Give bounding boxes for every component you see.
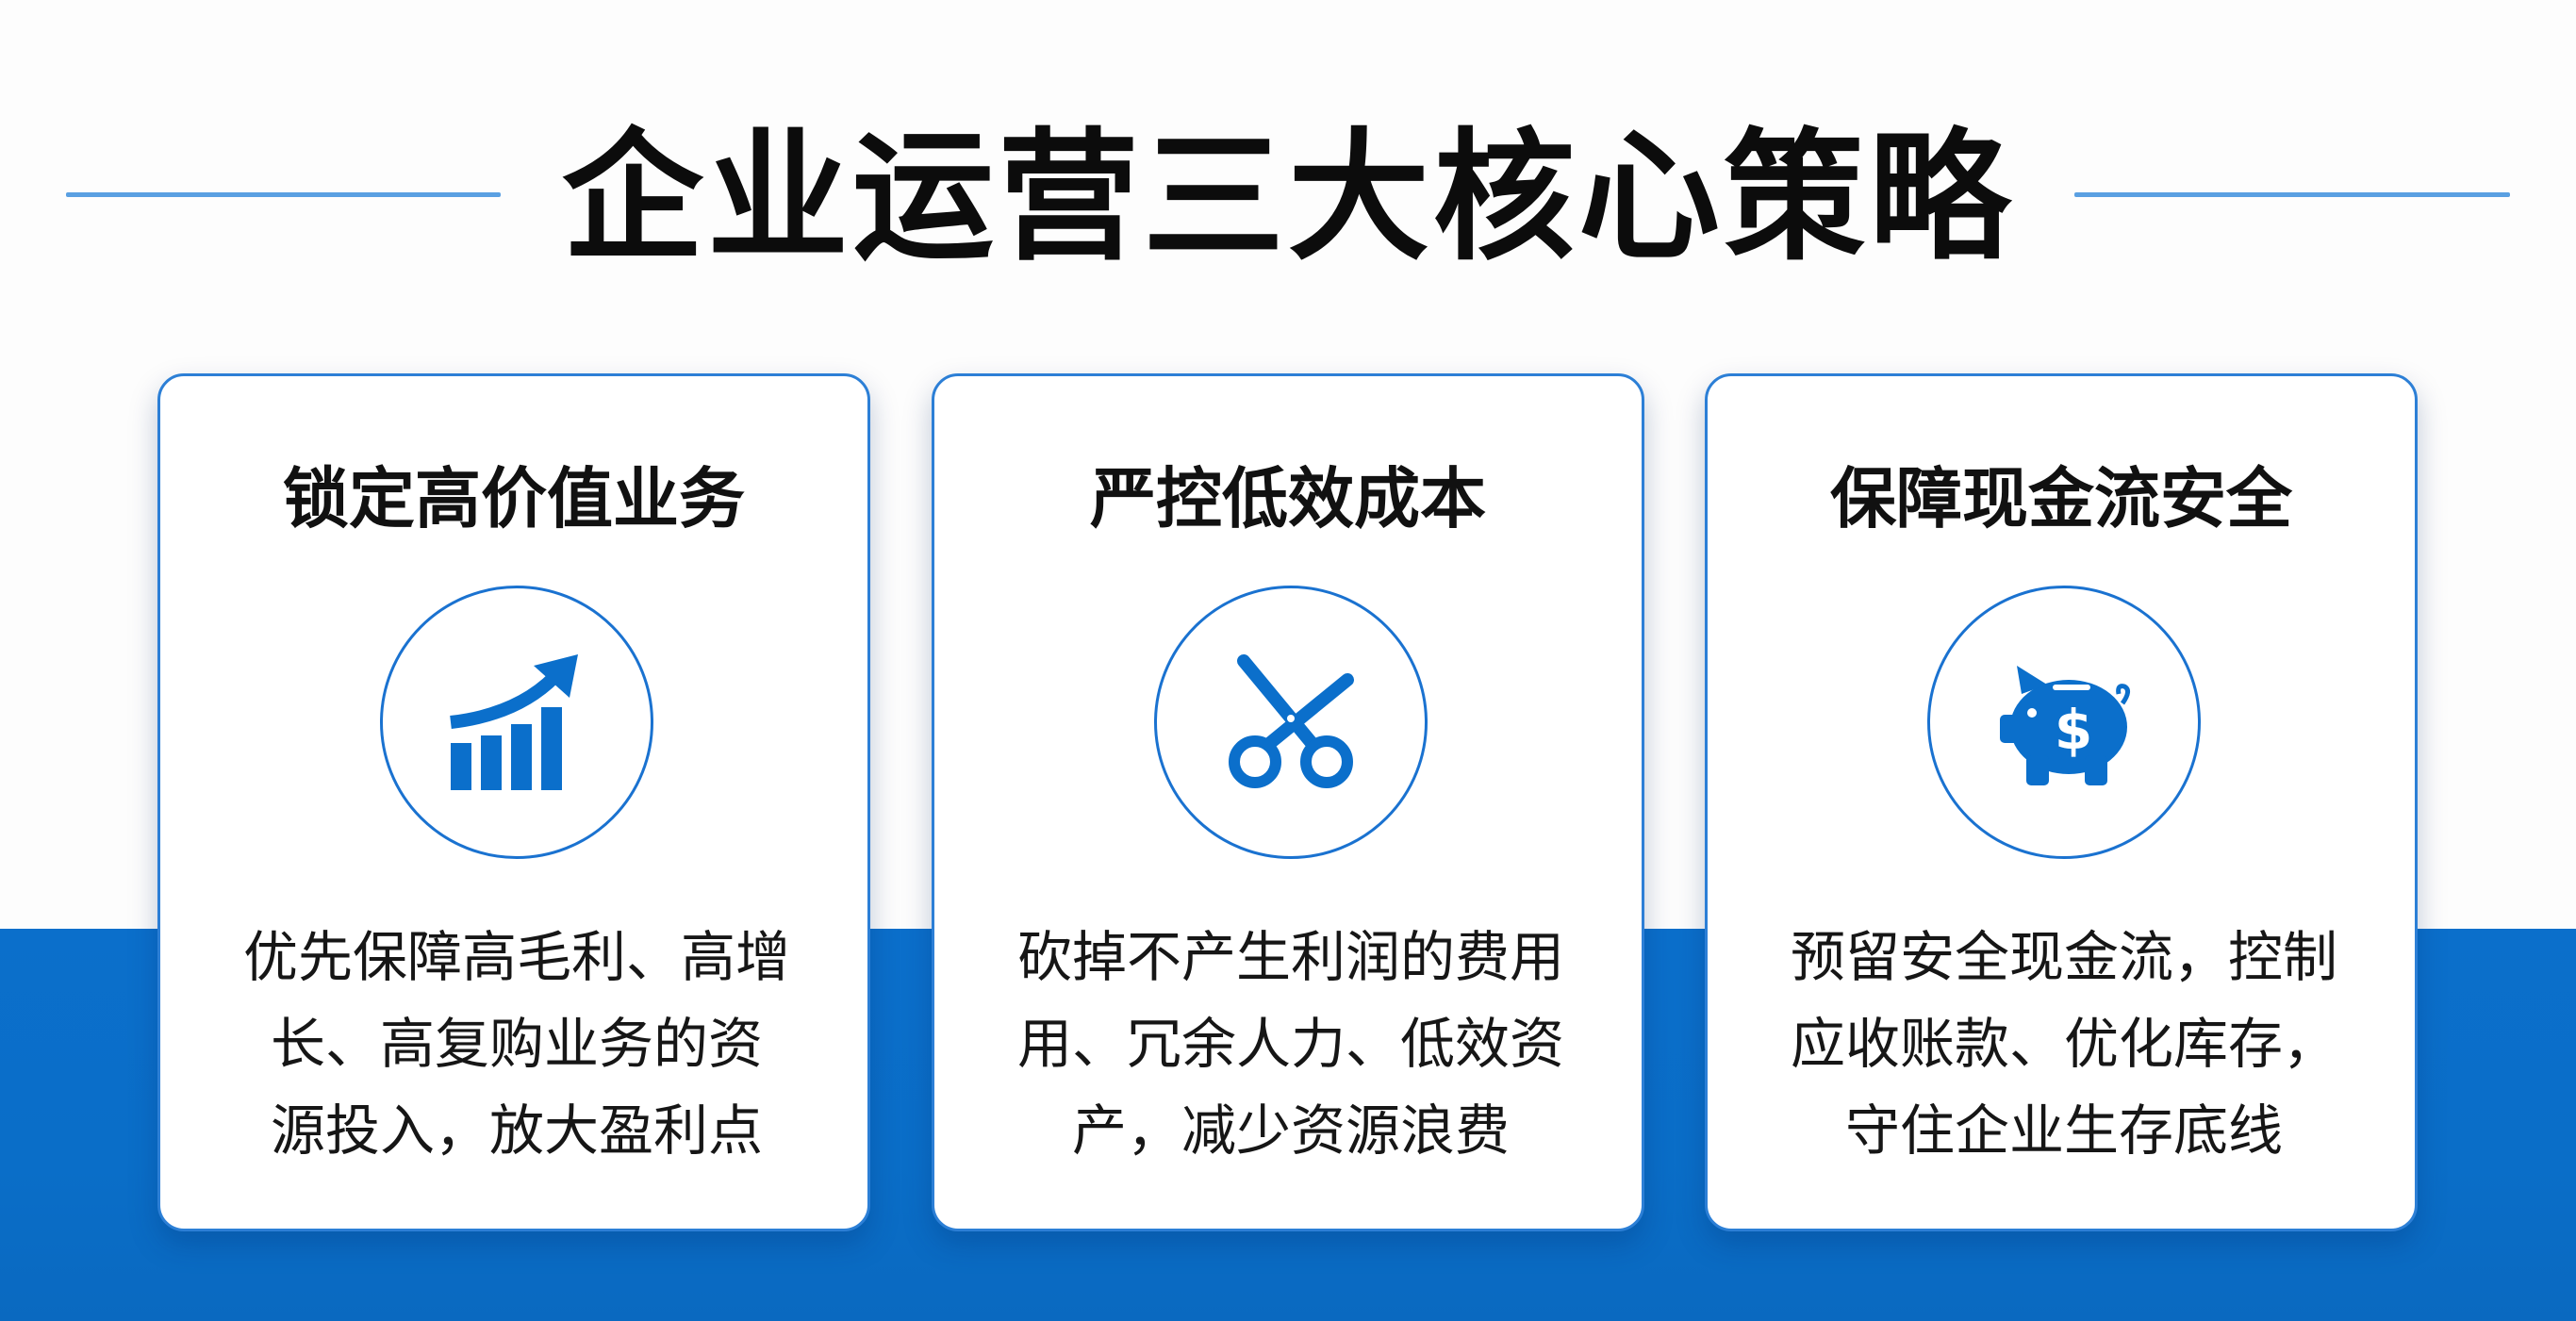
strategy-card-high-value: 锁定高价值业务 优先保障高毛利、高增 长、高复购业务的资 源投入，放大盈利点 — [157, 373, 870, 1231]
piggy-bank-icon: $ — [2000, 666, 2130, 785]
icon-circle: $ — [1927, 586, 2201, 859]
header: 企业运营三大核心策略 — [0, 104, 2576, 292]
strategy-card-cash-flow: 保障现金流安全 $ 预留安全现金流，控制 应收账款、优化库存， 守住企业生存底线 — [1705, 373, 2418, 1231]
description-line: 预留安全现金流，控制 — [1790, 925, 2337, 989]
title-rule-right — [2074, 192, 2510, 197]
description-line: 应收账款、优化库存， — [1790, 1012, 2337, 1076]
card-description: 砍掉不产生利润的费用 用、冗余人力、低效资 产，减少资源浪费 — [972, 914, 1610, 1174]
description-line: 优先保障高毛利、高增 — [242, 925, 790, 989]
svg-text:$: $ — [2055, 698, 2092, 762]
card-heading: 锁定高价值业务 — [283, 460, 745, 537]
growth-chart-icon — [450, 654, 578, 790]
scissors-icon — [1229, 654, 1354, 788]
description-line: 产，减少资源浪费 — [1071, 1098, 1510, 1163]
icon-circle — [380, 586, 653, 859]
description-line: 源投入，放大盈利点 — [270, 1098, 763, 1163]
strategy-card-cost-control: 严控低效成本 砍掉不产生利润的费用 用、冗余人力、低效资 产，减少资源浪费 — [932, 373, 1644, 1231]
card-description: 预留安全现金流，控制 应收账款、优化库存， 守住企业生存底线 — [1745, 914, 2383, 1174]
card-heading: 保障现金流安全 — [1830, 460, 2292, 537]
icon-circle — [1154, 586, 1428, 859]
card-description: 优先保障高毛利、高增 长、高复购业务的资 源投入，放大盈利点 — [198, 914, 835, 1174]
title-rule-left — [66, 192, 501, 197]
page-title: 企业运营三大核心策略 — [561, 116, 2014, 280]
description-line: 砍掉不产生利润的费用 — [1016, 925, 1564, 989]
description-line: 守住企业生存底线 — [1844, 1098, 2283, 1163]
card-heading: 严控低效成本 — [1090, 460, 1486, 537]
description-line: 长、高复购业务的资 — [270, 1012, 763, 1076]
description-line: 用、冗余人力、低效资 — [1016, 1012, 1564, 1076]
